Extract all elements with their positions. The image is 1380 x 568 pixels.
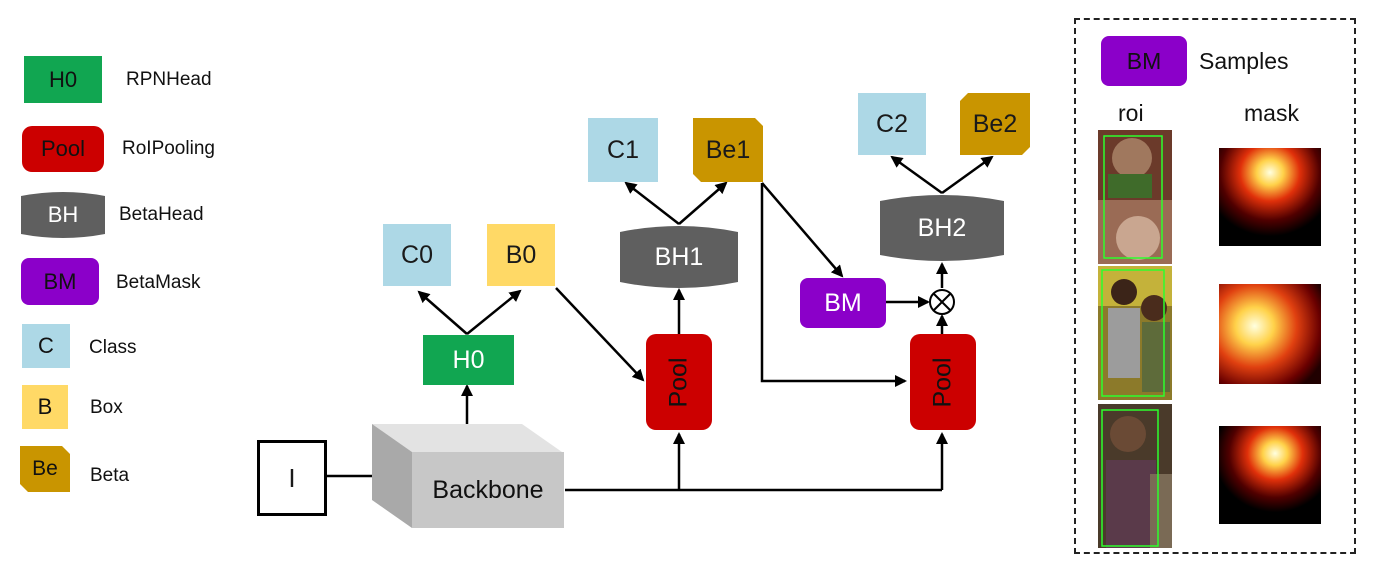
mask-heatmap-3 bbox=[1219, 426, 1321, 524]
edge-h0-c0 bbox=[417, 290, 468, 335]
node-c2-label: C2 bbox=[876, 109, 908, 138]
node-bh2-label-wrap: BH2 bbox=[880, 193, 1004, 263]
multiply-icon bbox=[929, 289, 955, 315]
roi-image-1 bbox=[1098, 130, 1172, 264]
node-bh1 bbox=[620, 226, 738, 288]
legend-swatch-class: C bbox=[22, 324, 70, 368]
legend-key-bh: BH bbox=[47, 202, 79, 227]
node-backbone-label-wrap: Backbone bbox=[412, 452, 564, 528]
legend-swatch-betahead bbox=[21, 192, 105, 238]
mask-heatmap-2 bbox=[1219, 284, 1321, 384]
legend-key-bm: BM bbox=[43, 268, 77, 294]
samples-bm-badge: BM bbox=[1101, 36, 1187, 86]
node-b0-label: B0 bbox=[505, 240, 537, 269]
samples-panel bbox=[1074, 18, 1356, 554]
node-h0-label: H0 bbox=[452, 345, 485, 374]
legend-label-betamask: BetaMask bbox=[116, 272, 201, 293]
node-be2-label: Be2 bbox=[972, 109, 1018, 138]
legend-label-box: Box bbox=[90, 397, 123, 418]
legend-key-be: Be bbox=[32, 457, 58, 480]
node-h0: H0 bbox=[423, 335, 514, 385]
edge-b0-pool1 bbox=[555, 287, 645, 382]
legend-swatch-roipooling: Pool bbox=[22, 126, 104, 172]
node-pool2-label: Pool bbox=[928, 356, 957, 408]
legend-key-c: C bbox=[38, 333, 54, 358]
legend-label-beta: Beta bbox=[90, 465, 130, 486]
node-be1 bbox=[693, 118, 763, 182]
legend-label-class: Class bbox=[89, 337, 137, 358]
legend-label-betahead: BetaHead bbox=[119, 204, 204, 225]
samples-col-roi: roi bbox=[1118, 100, 1144, 126]
node-c1: C1 bbox=[588, 118, 658, 182]
roi-image-3 bbox=[1098, 404, 1172, 548]
node-bm-label: BM bbox=[824, 288, 862, 317]
edge-bh1-be1 bbox=[678, 181, 728, 225]
edge-be1-pool2 bbox=[760, 183, 907, 387]
legend-key-bh-wrap: BH bbox=[21, 190, 105, 240]
legend-key-h0: H0 bbox=[48, 66, 78, 92]
edge-bh2-c2 bbox=[890, 155, 943, 195]
node-c0-label: C0 bbox=[401, 240, 433, 269]
edge-bh1-c1 bbox=[624, 181, 680, 225]
node-be2 bbox=[960, 93, 1030, 155]
edge-be1-bm bbox=[761, 182, 844, 278]
legend-swatch-box: B bbox=[22, 385, 68, 429]
edge-h0-b0 bbox=[466, 289, 522, 335]
node-bh1-label: BH1 bbox=[654, 242, 704, 271]
node-c2: C2 bbox=[858, 93, 926, 155]
node-pool1-label: Pool bbox=[664, 356, 693, 408]
node-be2-label-wrap: Be2 bbox=[960, 93, 1030, 155]
node-b0: B0 bbox=[487, 224, 555, 286]
node-bh1-label-wrap: BH1 bbox=[620, 224, 738, 290]
legend-key-be-wrap: Be bbox=[20, 446, 70, 492]
legend-key-pool: Pool bbox=[40, 136, 86, 161]
node-backbone bbox=[372, 424, 564, 528]
node-input-label: I bbox=[288, 462, 296, 493]
edge-bh2-be2 bbox=[941, 155, 994, 195]
legend-label-rpnhead: RPNHead bbox=[126, 69, 212, 90]
samples-bm-label: BM bbox=[1126, 47, 1162, 74]
node-pool1: Pool bbox=[646, 334, 712, 430]
node-c1-label: C1 bbox=[607, 135, 639, 164]
legend-label-roipooling: RoIPooling bbox=[122, 138, 215, 159]
node-backbone-label: Backbone bbox=[432, 475, 544, 504]
node-bm: BM bbox=[800, 278, 886, 328]
legend-key-b: B bbox=[37, 394, 53, 419]
node-bh2-label: BH2 bbox=[917, 213, 967, 242]
node-c0: C0 bbox=[383, 224, 451, 286]
node-be1-label: Be1 bbox=[705, 135, 751, 164]
node-input: I bbox=[257, 440, 327, 516]
mask-heatmap-1 bbox=[1219, 148, 1321, 246]
legend-swatch-beta bbox=[20, 446, 70, 492]
node-pool2: Pool bbox=[910, 334, 976, 430]
legend-swatch-rpnhead: H0 bbox=[24, 56, 102, 103]
samples-col-mask: mask bbox=[1244, 100, 1299, 126]
samples-title: Samples bbox=[1199, 48, 1289, 74]
legend-swatch-betamask: BM bbox=[21, 258, 99, 305]
roi-image-2 bbox=[1098, 266, 1172, 400]
node-be1-label-wrap: Be1 bbox=[693, 118, 763, 182]
node-bh2 bbox=[880, 195, 1004, 261]
